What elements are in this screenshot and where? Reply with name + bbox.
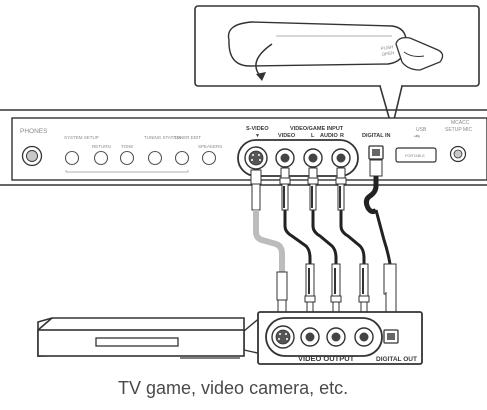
digital-out-jack[interactable] bbox=[383, 329, 399, 344]
digital-out-label: DIGITAL OUT bbox=[376, 356, 417, 363]
caption: TV game, video camera, etc. bbox=[118, 378, 349, 398]
pressing-finger-icon bbox=[395, 36, 444, 71]
s-video-arrow: ▼ bbox=[255, 133, 260, 139]
video-out-jack[interactable] bbox=[300, 327, 320, 347]
audio-r-in-jack[interactable] bbox=[331, 148, 351, 168]
phones-label: PHONES bbox=[20, 128, 48, 135]
speakers-button[interactable] bbox=[201, 150, 217, 166]
button-label-system-setup: SYSTEM SETUP bbox=[64, 135, 99, 140]
r-label: R bbox=[340, 133, 344, 139]
device-disc-slot bbox=[95, 337, 179, 347]
digital-in-label: DIGITAL IN bbox=[362, 133, 391, 139]
push-open-label: PUSH OPEN bbox=[380, 44, 395, 57]
av-cables bbox=[279, 167, 370, 329]
button-label-tuner-edit: TUNER EDIT bbox=[174, 135, 201, 140]
receiver-front-panel: PHONES SYSTEM SETUP RETURN TONE TUNING S… bbox=[0, 109, 487, 186]
setup-mic-label: SETUP MIC bbox=[445, 127, 473, 133]
audio-label: AUDIO bbox=[320, 133, 338, 139]
button-label-speakers: SPEAKERS bbox=[198, 144, 222, 149]
button-label-return: RETURN bbox=[92, 144, 111, 149]
input-jack-panel bbox=[237, 139, 359, 177]
audio-l-out-jack[interactable] bbox=[326, 327, 346, 347]
zoom-callout: PUSH OPEN bbox=[194, 5, 480, 132]
usb-label: USB bbox=[416, 127, 427, 133]
usb-slot-label: PORTABLE bbox=[405, 154, 425, 158]
tuning-station-button[interactable] bbox=[147, 150, 163, 166]
video-in-jack[interactable] bbox=[275, 148, 295, 168]
arrow-head bbox=[256, 72, 266, 81]
video-output-label: VIDEO OUTPUT bbox=[298, 354, 355, 363]
return-button[interactable] bbox=[93, 150, 109, 166]
setup-mic-jack[interactable] bbox=[449, 145, 467, 163]
usb-port[interactable] bbox=[395, 147, 437, 163]
source-device: VIDEO OUTPUT DIGITAL OUT bbox=[37, 311, 423, 365]
button-label-tuning-station: TUNING STATION bbox=[144, 135, 181, 140]
s-video-label: S-VIDEO bbox=[246, 126, 269, 132]
video-game-input-label: VIDEO/GAME INPUT bbox=[290, 126, 344, 132]
output-jack-panel bbox=[265, 317, 383, 357]
usb-icon: •⇆ bbox=[414, 134, 420, 140]
l-label: L bbox=[311, 133, 315, 139]
mcacc-label: MCACC bbox=[451, 120, 470, 126]
phones-jack[interactable] bbox=[21, 145, 43, 167]
digital-in-jack[interactable] bbox=[368, 145, 384, 160]
s-video-in-jack[interactable] bbox=[244, 146, 268, 170]
audio-r-out-jack[interactable] bbox=[354, 327, 374, 347]
system-setup-button[interactable] bbox=[64, 150, 80, 166]
front-buttons: SYSTEM SETUP RETURN TONE TUNING STATION … bbox=[64, 135, 222, 173]
audio-l-in-jack[interactable] bbox=[303, 148, 323, 168]
video-label: VIDEO bbox=[278, 133, 296, 139]
s-video-out-jack[interactable] bbox=[271, 325, 295, 349]
button-label-tone: TONE bbox=[121, 144, 133, 149]
tuner-edit-button[interactable] bbox=[174, 150, 190, 166]
tone-button[interactable] bbox=[119, 150, 135, 166]
